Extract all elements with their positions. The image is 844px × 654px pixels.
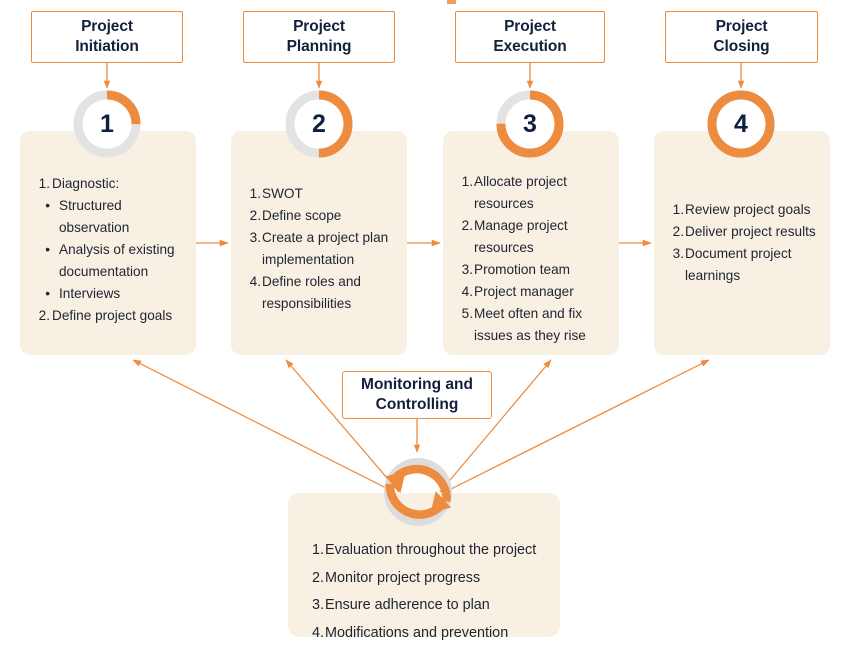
list-item: 2. Define project goals xyxy=(34,305,188,327)
list-marker: • xyxy=(45,242,50,258)
cycle-arrows-icon xyxy=(372,446,464,538)
list-marker: 3. xyxy=(311,597,324,614)
phase-card-2: 1. SWOT 2. Define scope 3. Create a proj… xyxy=(231,131,407,355)
list-marker: 1. xyxy=(461,174,473,189)
list-marker: 2. xyxy=(461,218,473,234)
progress-ring-4: 4 xyxy=(705,88,777,160)
list-item: 4. Modifications and prevention xyxy=(307,620,552,648)
list-text: Ensure adherence to plan xyxy=(325,597,490,614)
list-text: Deliver project results xyxy=(685,224,816,240)
list-text: Allocate project resources xyxy=(474,174,567,212)
list-text: Manage project resources xyxy=(474,218,568,256)
phase-card-1-list: 1. Diagnostic: • Structured observation … xyxy=(34,173,188,327)
phase-card-4-list: 1. Review project goals 2. Deliver proje… xyxy=(668,199,824,287)
list-marker: 5. xyxy=(461,306,473,322)
list-item: 1. Allocate project resources xyxy=(457,171,613,215)
cycle-arrows-icon-svg xyxy=(384,458,452,526)
list-item: 5. Meet often and fix issues as they ris… xyxy=(457,303,613,347)
list-marker: • xyxy=(45,198,50,214)
list-text: Diagnostic: xyxy=(52,176,120,191)
list-marker: 2. xyxy=(249,208,261,224)
list-item: 4. Define roles and responsibilities xyxy=(245,271,399,315)
progress-ring-1: 1 xyxy=(71,88,143,160)
phase-card-4: 1. Review project goals 2. Deliver proje… xyxy=(654,131,830,355)
list-marker: 4. xyxy=(249,274,261,290)
phase-card-2-list: 1. SWOT 2. Define scope 3. Create a proj… xyxy=(245,183,399,315)
list-marker: 1. xyxy=(311,542,324,558)
list-text: Monitor project progress xyxy=(325,569,481,586)
list-marker: 3. xyxy=(461,262,473,278)
list-marker: 1. xyxy=(38,176,50,191)
clipped-fragment xyxy=(447,0,456,4)
list-item: 1. Review project goals xyxy=(668,199,824,221)
list-marker: 2. xyxy=(672,224,684,240)
list-marker: 3. xyxy=(672,246,684,262)
list-text: Define roles and responsibilities xyxy=(262,274,361,312)
list-text: Create a project plan implementation xyxy=(262,230,389,268)
list-text: Define scope xyxy=(262,208,342,224)
list-item: 2. Monitor project progress xyxy=(307,565,552,593)
list-text: Document project learnings xyxy=(685,246,792,284)
list-text: Evaluation throughout the project xyxy=(325,542,537,558)
list-item: 3. Ensure adherence to plan xyxy=(307,592,552,620)
progress-ring-3-svg xyxy=(496,90,564,158)
phase-card-1: 1. Diagnostic: • Structured observation … xyxy=(20,131,196,355)
list-text: Interviews xyxy=(59,286,121,302)
list-marker: 2. xyxy=(311,569,324,586)
list-marker: 1. xyxy=(249,186,261,201)
list-marker: 1. xyxy=(672,202,684,217)
list-text: Meet often and fix issues as they rise xyxy=(474,306,586,344)
list-item: 1. Diagnostic: xyxy=(34,173,188,195)
list-text: Review project goals xyxy=(685,202,811,217)
list-item: 2. Deliver project results xyxy=(668,221,824,243)
progress-ring-2: 2 xyxy=(283,88,355,160)
list-marker: 2. xyxy=(38,308,50,324)
header-to-ring-connectors xyxy=(103,63,745,89)
list-item: 2. Define scope xyxy=(245,205,399,227)
list-text: Project manager xyxy=(474,284,574,300)
list-text: Promotion team xyxy=(474,262,570,278)
list-item: • Interviews xyxy=(34,283,188,305)
list-item: 3. Promotion team xyxy=(457,259,613,281)
list-text: Structured observation xyxy=(59,198,130,236)
list-marker: 4. xyxy=(311,624,324,641)
list-item: 1. Evaluation throughout the project xyxy=(307,537,552,565)
list-marker: 4. xyxy=(461,284,473,300)
list-text: Define project goals xyxy=(52,308,173,324)
list-item: 3. Create a project plan implementation xyxy=(245,227,399,271)
list-item: 2. Manage project resources xyxy=(457,215,613,259)
list-item: 1. SWOT xyxy=(245,183,399,205)
progress-ring-2-svg xyxy=(285,90,353,158)
list-text: Analysis of existing documentation xyxy=(59,242,175,280)
list-text: SWOT xyxy=(262,186,303,201)
list-item: 4. Project manager xyxy=(457,281,613,303)
progress-ring-1-svg xyxy=(73,90,141,158)
list-item: 3. Document project learnings xyxy=(668,243,824,287)
list-marker: • xyxy=(45,286,50,302)
phase-card-3-list: 1. Allocate project resources 2. Manage … xyxy=(457,171,613,347)
monitoring-list: 1. Evaluation throughout the project 2. … xyxy=(307,537,552,648)
progress-ring-4-svg xyxy=(707,90,775,158)
list-item: • Structured observation xyxy=(34,195,188,239)
list-text: Modifications and prevention xyxy=(325,624,509,641)
progress-ring-3: 3 xyxy=(494,88,566,160)
list-item: • Analysis of existing documentation xyxy=(34,239,188,283)
phase-card-3: 1. Allocate project resources 2. Manage … xyxy=(443,131,619,355)
list-marker: 3. xyxy=(249,230,261,246)
